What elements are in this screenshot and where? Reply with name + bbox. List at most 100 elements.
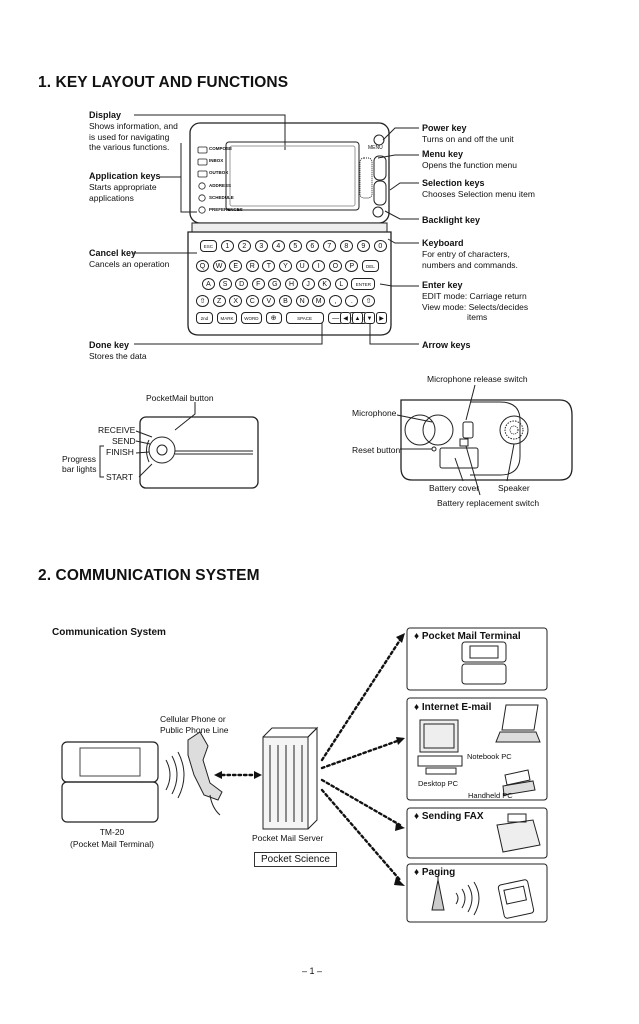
key-2-5[interactable]: H [285,278,298,290]
key-1-0[interactable]: Q [196,260,209,272]
key-0-4[interactable]: 4 [271,240,285,252]
key-3-8[interactable]: , [328,295,342,307]
cancel-key-title: Cancel key [89,248,137,258]
label-send: SEND [112,436,136,446]
selection-keys-desc: Chooses Selection menu item [422,189,535,199]
key-3-1[interactable]: Z [212,295,226,307]
keyboard-title: Keyboard [422,238,464,248]
display-desc-3: the various functions. [89,142,170,152]
key-4-2[interactable]: WORD [241,312,262,324]
key-2-1[interactable]: S [218,278,232,290]
server-label: Pocket Mail Server [252,833,324,843]
microphone-label: Microphone [352,408,397,418]
progress-bar-lights-label: Progress bar lights [62,454,97,474]
key-4-4[interactable]: SPACE [285,312,324,324]
app-key-inbox[interactable]: INBOX [209,158,224,163]
key-4-1[interactable]: MARK [216,312,238,324]
key-0-5[interactable]: 5 [288,240,302,252]
key-3-9[interactable]: . [345,295,359,307]
enter-key-desc-3: items [467,312,488,322]
phone-handset [187,731,223,801]
key-2-6[interactable]: J [301,278,315,290]
keyboard-callout: Keyboard For entry of characters, number… [422,238,518,270]
key-1-8[interactable]: O [328,260,342,272]
key-2-9[interactable]: ENTER [351,278,376,290]
key-2-3[interactable]: F [251,278,265,290]
key-2-7[interactable]: K [318,278,332,290]
key-1-1[interactable]: W [212,260,226,272]
done-leader [134,322,323,345]
key-3-2[interactable]: X [229,295,243,307]
desktop-pc-label: Desktop PC [418,779,459,788]
done-key-title: Done key [89,340,130,350]
app-key-address[interactable]: ADDRESS [209,183,232,188]
key-4-3[interactable]: ⊕ [265,312,282,324]
reset-button [431,446,437,452]
app-key-compose[interactable]: COMPOSE [209,146,233,151]
app-key-schedule[interactable]: SCHEDULE [209,195,234,200]
display-desc-1: Shows information, and [89,121,178,131]
enter-key-title: Enter key [422,280,463,290]
arrow-down-key[interactable]: ▼ [364,312,375,324]
key-1-5[interactable]: Y [279,260,292,272]
key-1-7[interactable]: I [312,260,326,272]
box-title-internet: ♦ Internet E-mail [414,702,492,713]
arrow-up-key[interactable]: ▲ [352,312,363,324]
key-1-2[interactable]: E [229,260,243,272]
cancel-key-desc: Cancels an operation [89,259,170,269]
power-key-desc: Turns on and off the unit [422,134,514,144]
section1-title: 1. KEY LAYOUT AND FUNCTIONS [38,74,289,91]
key-0-3[interactable]: 3 [254,240,268,252]
notebook-pc [501,704,539,731]
cancel-key-callout: Cancel key Cancels an operation [89,248,169,270]
menu-leader [377,154,419,159]
section2-title: 2. COMMUNICATION SYSTEM [38,567,260,584]
done-key-desc: Stores the data [89,351,147,361]
key-1-3[interactable]: R [245,260,259,272]
device-back-view [400,399,573,481]
key-3-7[interactable]: M [312,295,326,307]
key-0-8[interactable]: 8 [339,240,353,252]
arrow-leader [369,323,419,345]
key-0-6[interactable]: 6 [305,240,319,252]
key-0-10[interactable]: 0 [373,240,387,252]
key-1-9[interactable]: P [345,260,359,272]
desktop-pc [419,719,459,753]
key-3-6[interactable]: N [295,295,309,307]
key-2-4[interactable]: G [268,278,282,290]
battery-cover-label: Battery cover [429,483,480,493]
tm20-lid [61,741,159,783]
enter-key-desc-2: View mode: Selects/decides [422,301,529,312]
key-2-2[interactable]: D [235,278,249,290]
app-key-preferences[interactable]: PREFERENCES [209,207,243,212]
pocket-science-box: Pocket Science [254,852,337,867]
arrow-right-key[interactable]: ▶ [376,312,387,324]
key-2-8[interactable]: L [334,278,348,290]
key-0-9[interactable]: 9 [356,240,370,252]
app-key-outbox[interactable]: OUTBOX [209,170,229,175]
handheld-pc-label: Handheld PC [468,791,513,800]
key-1-10[interactable]: DEL [362,260,379,272]
key-4-0[interactable]: 2nd [196,312,213,324]
menu-key-callout: Menu key Opens the function menu [422,149,517,171]
handheld-pc [504,769,531,786]
speaker [499,415,529,445]
key-3-10[interactable]: ⇧ [362,295,375,307]
key-3-4[interactable]: V [262,295,276,307]
key-1-4[interactable]: T [262,260,276,272]
key-0-2[interactable]: 2 [237,240,251,252]
key-0-0[interactable]: ESC [200,240,217,252]
key-3-3[interactable]: C [245,295,259,307]
key-3-0[interactable]: ⇧ [196,295,209,307]
power-key-title: Power key [422,123,467,133]
key-0-7[interactable]: 7 [322,240,336,252]
reset-button-label: Reset button [352,445,401,455]
key-0-1[interactable]: 1 [220,240,234,252]
key-3-5[interactable]: B [279,295,292,307]
selection-keys-title: Selection keys [422,178,485,188]
arrow-left-key[interactable]: ◀ [340,312,351,324]
key-1-6[interactable]: U [295,260,309,272]
display-title: Display [89,110,122,120]
key-2-0[interactable]: A [202,278,215,290]
notebook-pc-label: Notebook PC [467,752,512,761]
